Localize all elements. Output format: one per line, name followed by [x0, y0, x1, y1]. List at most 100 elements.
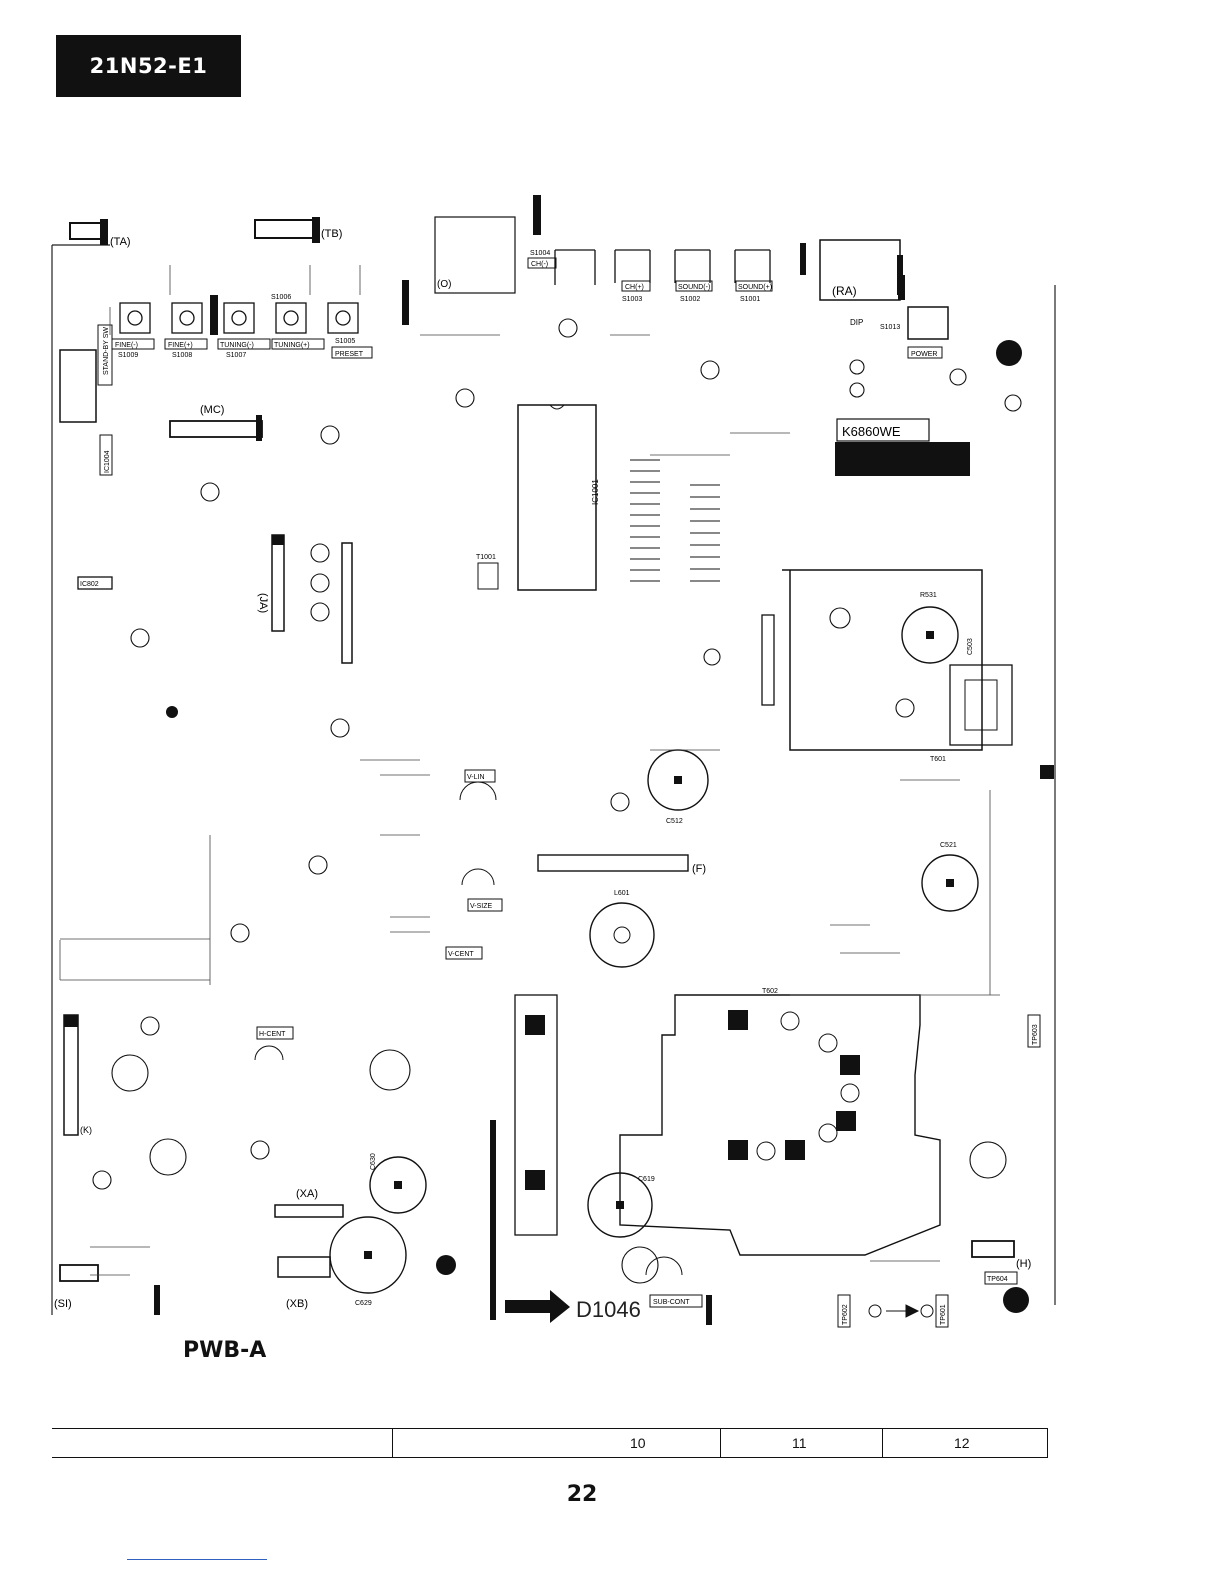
tact-switch-row	[119, 302, 359, 334]
mounting-hole-bottom-right	[1003, 1287, 1029, 1313]
connector-o: (O)	[434, 195, 541, 294]
s1005-label: S1005	[335, 338, 355, 345]
ch-minus-label: CH(-)	[531, 261, 548, 268]
c629-label: C629	[355, 1300, 372, 1307]
diode-d1046-label: DIP	[850, 318, 863, 327]
trace-lines	[59, 265, 1000, 1276]
connector-tb-label: (TB)	[321, 228, 342, 240]
l601-label: L601	[614, 890, 630, 897]
board-background	[50, 195, 1060, 1330]
connector-mc: (MC)	[169, 404, 263, 441]
connector-si-label: (SI)	[54, 1298, 72, 1310]
s1006-label: S1006	[271, 294, 291, 301]
standby-switch: STAND-BY SW	[59, 324, 113, 423]
tp601-label: TP601	[940, 1304, 947, 1325]
connector-ra-label: (RA)	[832, 284, 857, 298]
sub-cont-label: SUB-CONT	[653, 1299, 690, 1306]
tuning-minus-label: TUNING(-)	[220, 342, 254, 349]
grid-ruler: 10 11 12	[52, 1428, 1048, 1458]
v-size-label: V-SIZE	[470, 903, 493, 910]
c503-label: C503	[967, 638, 974, 655]
ic1001: IC1001	[517, 404, 600, 591]
model-badge: 21N52-E1	[56, 35, 241, 97]
t602-label: T602	[762, 988, 778, 995]
connector-ta-label: (TA)	[110, 236, 131, 248]
adjust-controls: V-LIN V-SIZE V-CENT H-CENT SUB-CONT	[254, 769, 703, 1308]
s1003-label: S1003	[622, 296, 642, 303]
connector-ja: (JA)	[257, 534, 353, 664]
socket-bar	[514, 994, 558, 1236]
connector-xb-label: (XB)	[286, 1298, 308, 1310]
power-label: POWER	[911, 351, 937, 358]
fine-plus-label: FINE(+)	[168, 342, 193, 349]
tuning-plus-label: TUNING(+)	[274, 342, 310, 349]
connector-xa-label: (XA)	[296, 1188, 318, 1200]
t602: T602	[619, 988, 941, 1256]
power-switch: POWER S1013	[880, 306, 949, 359]
connector-k-label: (K)	[80, 1125, 92, 1135]
connector-si: (SI)	[54, 1264, 99, 1310]
ic-part-label: K6860WE	[842, 424, 901, 439]
connector-h: (H)	[971, 1240, 1031, 1270]
grid-number-11: 11	[792, 1435, 807, 1451]
page-number: 22	[566, 1482, 598, 1507]
cap-c630: C630	[369, 1153, 427, 1214]
cap-c619: C619	[587, 1172, 655, 1238]
tp603-label: TP603	[1032, 1024, 1039, 1045]
board-name: PWB-A	[183, 1338, 267, 1363]
test-points: TP602 TP601 TP604 TP603	[837, 1014, 1041, 1328]
connector-xa: (XA)	[274, 1188, 344, 1218]
s1008-label: S1008	[172, 352, 192, 359]
t601-label: T601	[930, 756, 946, 763]
fine-minus-label: FINE(-)	[115, 342, 138, 349]
connector-o-label: (O)	[437, 279, 451, 290]
c619-label: C619	[638, 1176, 655, 1183]
c630-label: C630	[370, 1153, 377, 1170]
ch-sound-labels: CH(-) S1004 CH(+) S1003 SOUND(-) S1002 S…	[527, 250, 773, 303]
mounting-hole-top-right	[996, 340, 1022, 366]
ic1004: IC1004	[99, 434, 113, 476]
v-cent-label: V-CENT	[448, 951, 474, 958]
cap-c521: C521	[921, 842, 979, 912]
mounting-hole-bottom-center	[436, 1255, 456, 1275]
cap-c503: C503 R531	[901, 592, 974, 664]
preset-label: PRESET	[335, 351, 364, 358]
connector-k: (K)	[63, 1014, 92, 1136]
footer-link-line[interactable]	[127, 1559, 267, 1560]
mounting-hole-left	[166, 706, 178, 718]
s1009-label: S1009	[118, 352, 138, 359]
dip-label: D1046	[576, 1297, 641, 1322]
pwb-a-layout-diagram: (TA) (TB) (RA) DIP (O) FINE(-) S1009 FIN…	[50, 195, 1060, 1330]
connector-f-label: (F)	[692, 863, 706, 875]
cap-c629: C629	[329, 1216, 407, 1307]
connector-h-label: (H)	[1016, 1258, 1031, 1270]
connector-ja-label: (JA)	[257, 593, 269, 613]
coil-l601: L601	[589, 890, 655, 968]
s1004-label: S1004	[530, 250, 550, 257]
tp602-label: TP602	[842, 1304, 849, 1325]
dip-arrow: D1046	[505, 1290, 641, 1323]
r531-label: R531	[920, 592, 937, 599]
t1001-label: T1001	[476, 554, 496, 561]
connector-xb: (XB)	[277, 1256, 331, 1310]
ic802-label: IC802	[80, 581, 99, 588]
ch-sound-switches	[554, 249, 771, 285]
connector-mc-label: (MC)	[200, 404, 224, 416]
v-lin-label: V-LIN	[467, 774, 485, 781]
marker-bars	[154, 275, 905, 1325]
grid-number-12: 12	[954, 1435, 970, 1451]
resistor-ladder	[630, 459, 720, 582]
bar-mark	[210, 295, 218, 335]
tp-arrow-icon	[886, 1304, 920, 1318]
marker-square-right	[1040, 765, 1054, 779]
h-cent-label: H-CENT	[259, 1031, 286, 1038]
connector-tb: (TB)	[254, 217, 342, 243]
c521-label: C521	[940, 842, 957, 849]
connector-f: (F)	[537, 854, 706, 875]
t601: T601	[761, 569, 1013, 763]
t1001: T1001	[476, 554, 499, 590]
ic1001-label: IC1001	[591, 479, 600, 505]
c512-label: C512	[666, 818, 683, 825]
sound-plus-label: SOUND(+)	[738, 284, 772, 291]
grid-number-10: 10	[630, 1435, 646, 1451]
